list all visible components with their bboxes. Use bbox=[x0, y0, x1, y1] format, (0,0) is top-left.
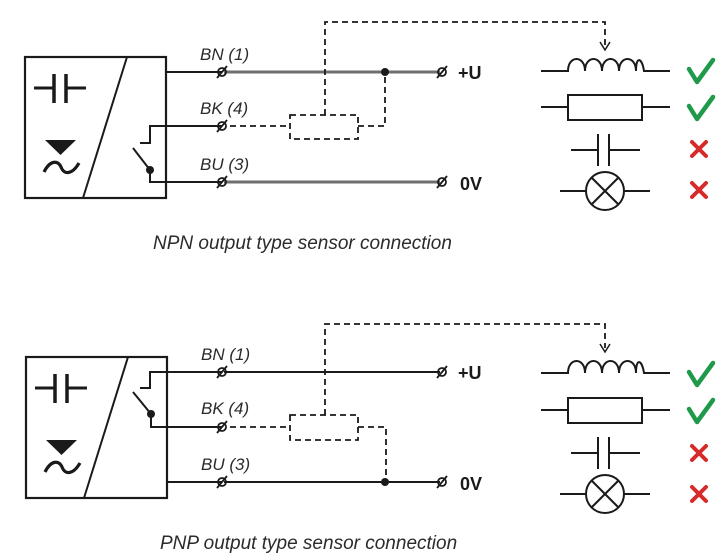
resistor-icon bbox=[541, 397, 670, 424]
wire-label-bk: BK (4) bbox=[201, 399, 249, 418]
cross-mark-icon bbox=[690, 140, 708, 158]
check-mark-icon bbox=[686, 360, 716, 388]
terminal-icon bbox=[216, 65, 228, 79]
supply-positive-label: +U bbox=[458, 363, 482, 383]
wire-label-bn: BN (1) bbox=[200, 45, 249, 64]
capacitive-sensor-icon bbox=[35, 374, 87, 403]
lamp-icon bbox=[560, 171, 650, 211]
ac-wave-icon bbox=[42, 160, 81, 175]
cross-mark-icon bbox=[690, 444, 708, 462]
terminal-icon bbox=[216, 119, 228, 133]
pnp-caption: PNP output type sensor connection bbox=[160, 533, 457, 554]
terminal-icon bbox=[216, 175, 228, 189]
lamp-icon bbox=[560, 474, 650, 514]
terminal-icon bbox=[436, 365, 448, 379]
sensor-housing bbox=[24, 355, 169, 500]
pnp-diagram: BN (1) BK (4) BU (3) +U 0V bbox=[24, 323, 716, 554]
supply-ground-label: 0V bbox=[460, 474, 482, 494]
wire-label-bn: BN (1) bbox=[201, 345, 250, 364]
wire-label-bk: BK (4) bbox=[200, 99, 248, 118]
check-mark-icon bbox=[686, 57, 716, 85]
npn-sensor-block bbox=[23, 55, 222, 200]
pnp-output-switch bbox=[132, 371, 222, 428]
capacitor-icon bbox=[571, 134, 640, 166]
inductor-icon bbox=[541, 58, 670, 72]
pnp-sensor-block bbox=[24, 355, 222, 500]
terminal-icon bbox=[216, 365, 228, 379]
supply-positive-label: +U bbox=[458, 63, 482, 83]
inductor-icon bbox=[541, 360, 670, 374]
check-mark-icon bbox=[686, 397, 716, 425]
capacitor-icon bbox=[571, 437, 640, 469]
npn-diagram: BN (1) BK (4) BU (3) +U 0V bbox=[23, 21, 716, 254]
check-mark-icon bbox=[686, 94, 716, 122]
terminal-icon bbox=[436, 175, 448, 189]
sensor-housing bbox=[23, 55, 168, 200]
terminal-icon bbox=[436, 65, 448, 79]
sensor-divider-line bbox=[83, 356, 129, 499]
supply-ground-label: 0V bbox=[460, 174, 482, 194]
pnp-load-dashed bbox=[230, 323, 611, 478]
terminal-icon bbox=[436, 475, 448, 489]
output-triangle-icon bbox=[46, 440, 77, 455]
wire-label-bu: BU (3) bbox=[200, 155, 249, 174]
capacitive-sensor-icon bbox=[34, 74, 86, 103]
output-triangle-icon bbox=[45, 140, 76, 155]
junction-dot bbox=[381, 478, 389, 486]
terminal-icon bbox=[216, 475, 228, 489]
resistor-icon bbox=[541, 94, 670, 121]
ac-wave-icon bbox=[43, 460, 82, 475]
cross-mark-icon bbox=[690, 181, 708, 199]
wire-label-bu: BU (3) bbox=[201, 455, 250, 474]
cross-mark-icon bbox=[690, 485, 708, 503]
junction-dot bbox=[381, 68, 389, 76]
npn-load-dashed bbox=[230, 21, 611, 140]
sensor-divider-line bbox=[82, 56, 128, 199]
terminal-icon bbox=[216, 420, 228, 434]
npn-caption: NPN output type sensor connection bbox=[153, 233, 452, 254]
npn-output-switch bbox=[132, 125, 222, 183]
